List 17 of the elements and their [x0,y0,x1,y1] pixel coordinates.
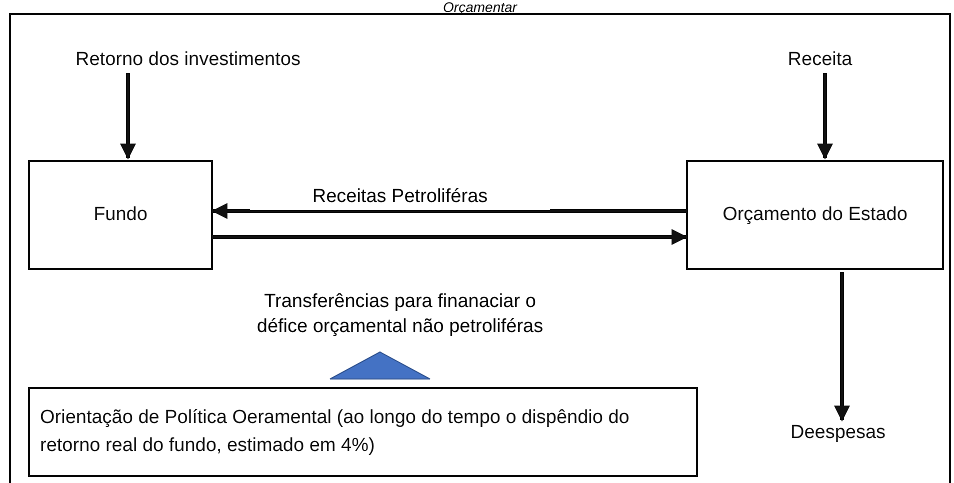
arrow [120,73,136,160]
process-box [28,387,698,477]
arrow [817,73,833,160]
edge-label: Receitas Petroliféras [250,185,550,210]
process-box [686,160,944,270]
node-text: Receita [788,49,852,71]
node-text: Deespesas [790,422,886,444]
arrow [213,229,688,245]
triangle-marker [330,352,430,379]
arrow [834,272,850,422]
arrow [211,203,686,219]
box-text: Orientação de Política Oeramental (ao longo do tempo o dispêndio do retorno real do fundo, estimado em 4%) [40,406,630,458]
node-text: Retorno dos investimentos [76,49,300,71]
process-box [28,160,213,270]
box-text: Fundo [94,204,148,226]
box-text: Orçamento do Estado [722,204,908,226]
title-text: Orçamentar [442,0,518,14]
